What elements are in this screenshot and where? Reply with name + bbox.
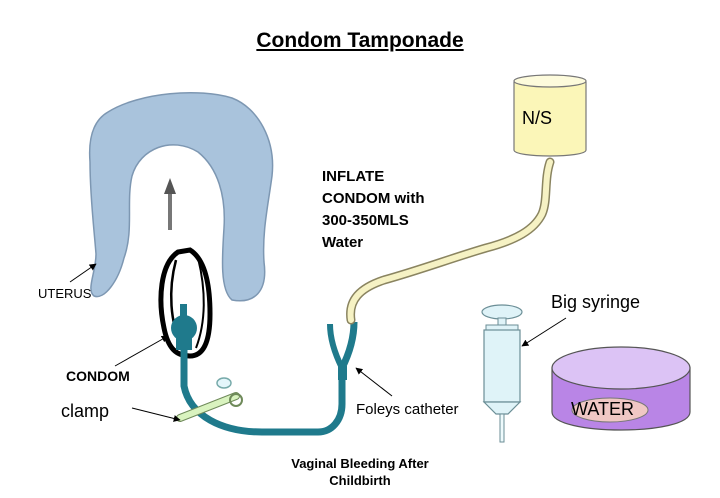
inflate-line: Water (322, 234, 364, 251)
foleys-pointer (355, 367, 393, 397)
condom-pointer (114, 335, 169, 367)
inflate-line: 300-350MLS (322, 212, 409, 229)
clamp-label: clamp (61, 401, 110, 421)
saline-label: N/S (522, 108, 553, 128)
uterus-label: UTERUS (38, 286, 92, 301)
inflate-instruction: INFLATE CONDOM with 300-350MLS Water (322, 166, 472, 254)
clamp-icon (176, 377, 243, 422)
clamp-pointer (131, 407, 181, 422)
foleys-catheter-label: Foleys catheter (356, 401, 459, 418)
water-label: WATER (571, 399, 634, 419)
condom-label: CONDOM (66, 368, 130, 384)
big-syringe-label: Big syringe (551, 292, 641, 312)
caption-line: Vaginal Bleeding After (291, 456, 429, 471)
caption-line: Childbirth (329, 473, 391, 488)
uterus-shape (88, 91, 274, 302)
page-title: Condom Tamponade (256, 29, 464, 52)
catheter-balloon (171, 304, 197, 350)
inflate-line: CONDOM with (322, 190, 425, 207)
up-arrow-icon (164, 178, 176, 230)
foley-y-connector (327, 321, 358, 380)
diagram-caption: Vaginal Bleeding After Childbirth (260, 455, 460, 489)
catheter-tube (180, 346, 346, 436)
water-container (551, 346, 691, 431)
inflate-line: INFLATE (322, 168, 385, 185)
uterus-pointer (69, 263, 97, 283)
syringe-pointer (521, 317, 567, 347)
syringe-icon (481, 304, 523, 443)
condom-shape (158, 247, 213, 359)
